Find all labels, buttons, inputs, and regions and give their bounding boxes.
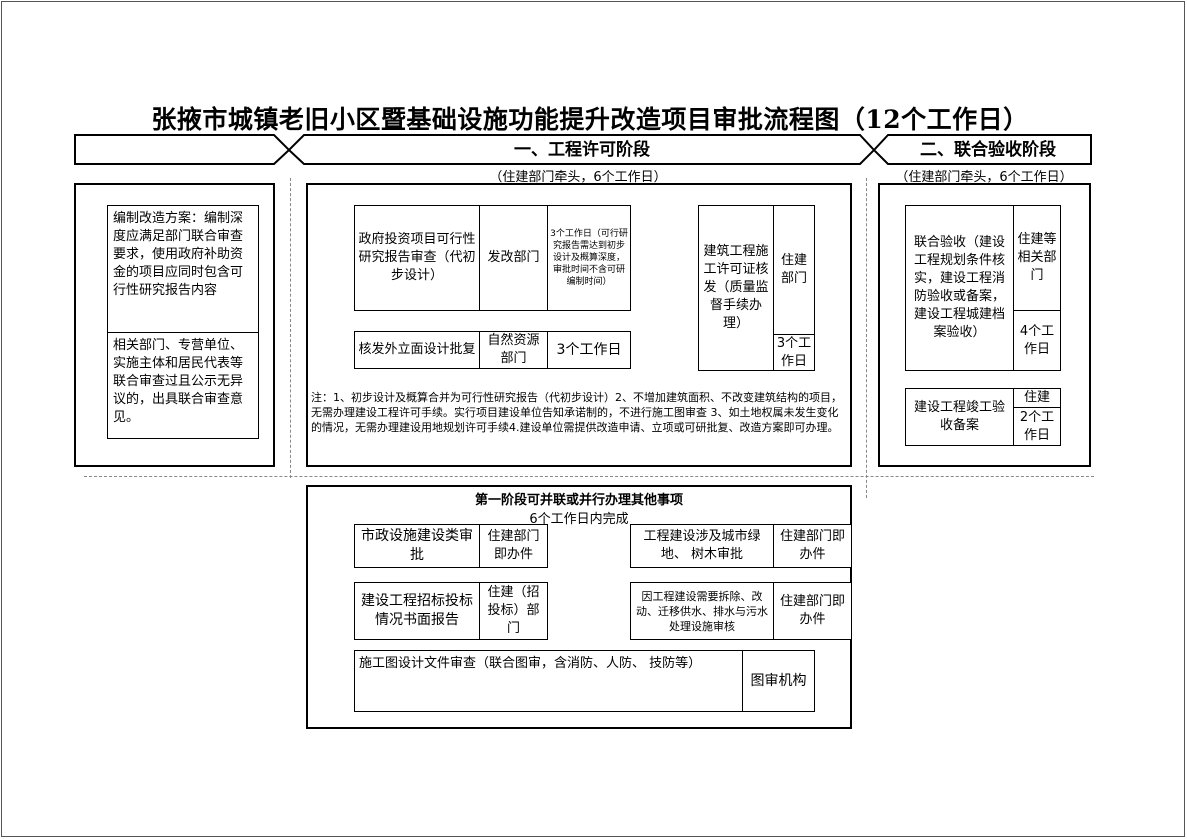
plan-text: 编制改造方案：编制深度应满足部门联合审查要求，使用政府补助资金的项目应同时包含可… <box>113 211 244 298</box>
stage2-label: 二、联合验收阶段 <box>920 140 1056 160</box>
drainage-dept: 住建部门即办件 <box>773 582 852 640</box>
greenery-item: 工程建设涉及城市绿地、 树木审批 <box>630 524 774 568</box>
feasibility-item: 政府投资项目可行性研究报告审查（代初步设计） <box>354 205 480 311</box>
greenery-dept: 住建部门即办件 <box>773 524 852 568</box>
drainage-item: 因工程建设需要拆除、改动、迁移供水、排水与污水处理设施审核 <box>630 582 774 640</box>
completion-item: 建设工程竣工验收备案 <box>905 388 1014 446</box>
stage-banner <box>74 134 1094 166</box>
divider-line <box>290 178 291 478</box>
review-box: 相关部门、专营单位、实施主体和居民代表等联合审查过且公示无异议的，出具联合审查意… <box>107 332 259 439</box>
divider-line <box>866 178 867 498</box>
acceptance-stage-panel: 联合验收（建设工程规划条件核实，建设工程消防验收或备案，建设工程城建档案验收） … <box>878 183 1091 467</box>
joint-acceptance-item: 联合验收（建设工程规划条件核实，建设工程消防验收或备案，建设工程城建档案验收） <box>905 205 1014 371</box>
construction-dept: 住建部门 <box>773 205 815 335</box>
stage1-subtitle: （住建部门牵头，6个工作日） <box>489 170 667 185</box>
permit-note: 注：1、初步设计及概算合并为可行性研究报告（代初步设计）2、不增加建筑面积、不改… <box>311 391 842 434</box>
completion-time: 2个工作日 <box>1013 407 1061 446</box>
stage-banner-shape <box>74 134 1092 165</box>
preparation-panel: 编制改造方案：编制深度应满足部门联合审查要求，使用政府补助资金的项目应同时包含可… <box>74 183 275 467</box>
review-text: 相关部门、专营单位、实施主体和居民代表等联合审查过且公示无异议的，出具联合审查意… <box>113 338 244 425</box>
plan-box: 编制改造方案：编制深度应满足部门联合审查要求，使用政府补助资金的项目应同时包含可… <box>107 205 259 333</box>
stage2-subtitle: （住建部门牵头，6个工作日） <box>895 170 1073 185</box>
parallel-panel: 第一阶段可并联或并行办理其他事项 6个工作日内完成 市政设施建设类审批 住建部门… <box>306 485 852 729</box>
joint-acceptance-dept: 住建等相关部门 <box>1013 205 1061 311</box>
bidding-dept: 住建（招投标）部门 <box>479 582 548 640</box>
drawing-dept: 图审机构 <box>742 650 815 712</box>
municipal-dept: 住建部门即办件 <box>479 524 548 568</box>
joint-acceptance-time: 4个工作日 <box>1013 310 1061 371</box>
construction-time: 3个工作日 <box>773 334 815 371</box>
drawing-item: 施工图设计文件审查（联合图审，含消防、人防、 技防等） <box>354 650 743 712</box>
facade-item: 核发外立面设计批复 <box>354 331 480 369</box>
parallel-title: 第一阶段可并联或并行办理其他事项 <box>474 493 683 508</box>
completion-dept: 住建 <box>1013 388 1061 408</box>
page-title: 张掖市城镇老旧小区暨基础设施功能提升改造项目审批流程图（12个工作日） <box>151 105 1029 134</box>
feasibility-time: 3个工作日（可行研究报告需达到初步设计及概算深度，审批时间不含可研编制时间） <box>547 205 631 311</box>
facade-dept: 自然资源部门 <box>479 331 548 369</box>
bidding-item: 建设工程招标投标情况书面报告 <box>354 582 480 640</box>
stage1-label: 一、工程许可阶段 <box>514 140 650 160</box>
feasibility-dept: 发改部门 <box>479 205 548 311</box>
facade-time: 3个工作日 <box>547 331 631 369</box>
construction-item: 建筑工程施工许可证核发（质量监督手续办理） <box>698 205 774 371</box>
divider-line <box>84 476 1094 477</box>
permit-stage-panel: 政府投资项目可行性研究报告审查（代初步设计） 发改部门 3个工作日（可行研究报告… <box>306 183 852 467</box>
municipal-item: 市政设施建设类审批 <box>354 524 480 568</box>
parallel-subtitle: 6个工作日内完成 <box>529 512 629 527</box>
